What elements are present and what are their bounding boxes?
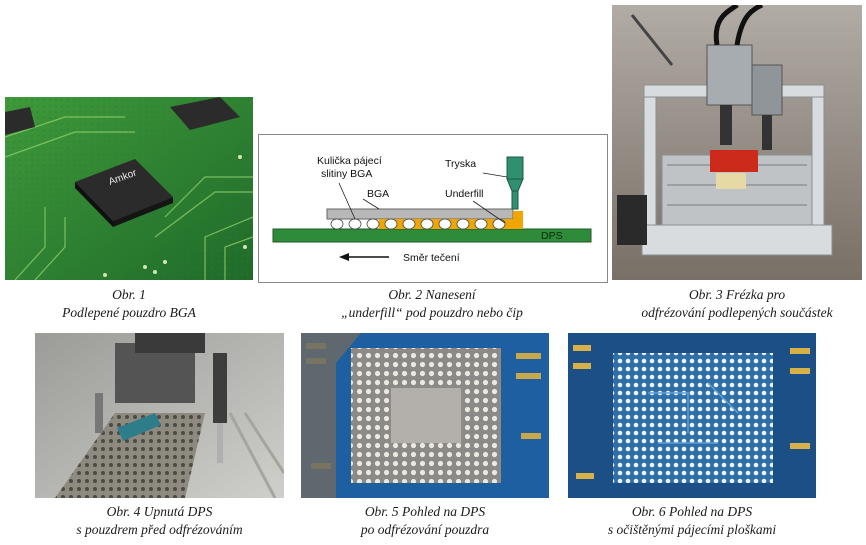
underfill-diagram: Kulička pájecí slitiny BGA BGA Tryska Un… <box>258 134 608 283</box>
caption-obr-1-line-2: Podlepené pouzdro BGA <box>62 305 196 320</box>
label-pcb: DPS <box>541 230 563 242</box>
nozzle <box>506 156 524 210</box>
caption-obr-4: Obr. 4 Upnutá DPS s pouzdrem před odfréz… <box>35 503 284 539</box>
photo-pcb-after-milling <box>301 333 549 498</box>
caption-obr-2: Obr. 2 Nanesení „underfill“ pod pouzdro … <box>258 286 606 322</box>
caption-obr-6-line-2: s očištěnými pájecími ploškami <box>607 522 777 537</box>
caption-obr-2-line-1: Obr. 2 Nanesení <box>388 287 476 302</box>
photo-milling-machine <box>612 5 862 280</box>
solder-balls <box>330 218 506 230</box>
label-flow-direction: Směr tečení <box>403 252 460 264</box>
photo-bga-package: Amkor <box>5 97 253 280</box>
caption-obr-4-line-2: s pouzdrem před odfrézováním <box>76 522 243 537</box>
caption-obr-6: Obr. 6 Pohled na DPS s očištěnými pájecí… <box>568 503 816 539</box>
caption-obr-3-line-1: Obr. 3 Frézka pro <box>688 287 786 302</box>
photo-clamped-pcb <box>35 333 284 498</box>
caption-obr-1-line-1: Obr. 1 <box>112 287 146 302</box>
caption-obr-4-line-1: Obr. 4 Upnutá DPS <box>106 504 213 519</box>
photo-cleaned-pads <box>568 333 816 498</box>
caption-obr-2-line-2: „underfill“ pod pouzdro nebo čip <box>341 305 523 320</box>
caption-obr-5: Obr. 5 Pohled na DPS po odfrézování pouz… <box>301 503 549 539</box>
label-solder-ball-1: Kulička pájecí <box>317 155 382 167</box>
caption-obr-5-line-2: po odfrézování pouzdra <box>360 522 490 537</box>
label-underfill: Underfill <box>445 188 484 200</box>
label-solder-ball-2: slitiny BGA <box>321 168 372 180</box>
bga-package <box>326 208 514 220</box>
caption-obr-5-line-1: Obr. 5 Pohled na DPS <box>364 504 486 519</box>
caption-obr-3-line-2: odfrézování podlepených součástek <box>641 305 833 320</box>
bga-chip-main: Amkor <box>75 159 173 227</box>
caption-obr-1: Obr. 1 Podlepené pouzdro BGA <box>5 286 253 322</box>
label-nozzle: Tryska <box>445 158 476 170</box>
flow-arrow <box>339 253 389 261</box>
caption-obr-3: Obr. 3 Frézka pro odfrézování podlepenýc… <box>612 286 862 322</box>
caption-obr-6-line-1: Obr. 6 Pohled na DPS <box>631 504 753 519</box>
label-bga: BGA <box>367 188 389 200</box>
